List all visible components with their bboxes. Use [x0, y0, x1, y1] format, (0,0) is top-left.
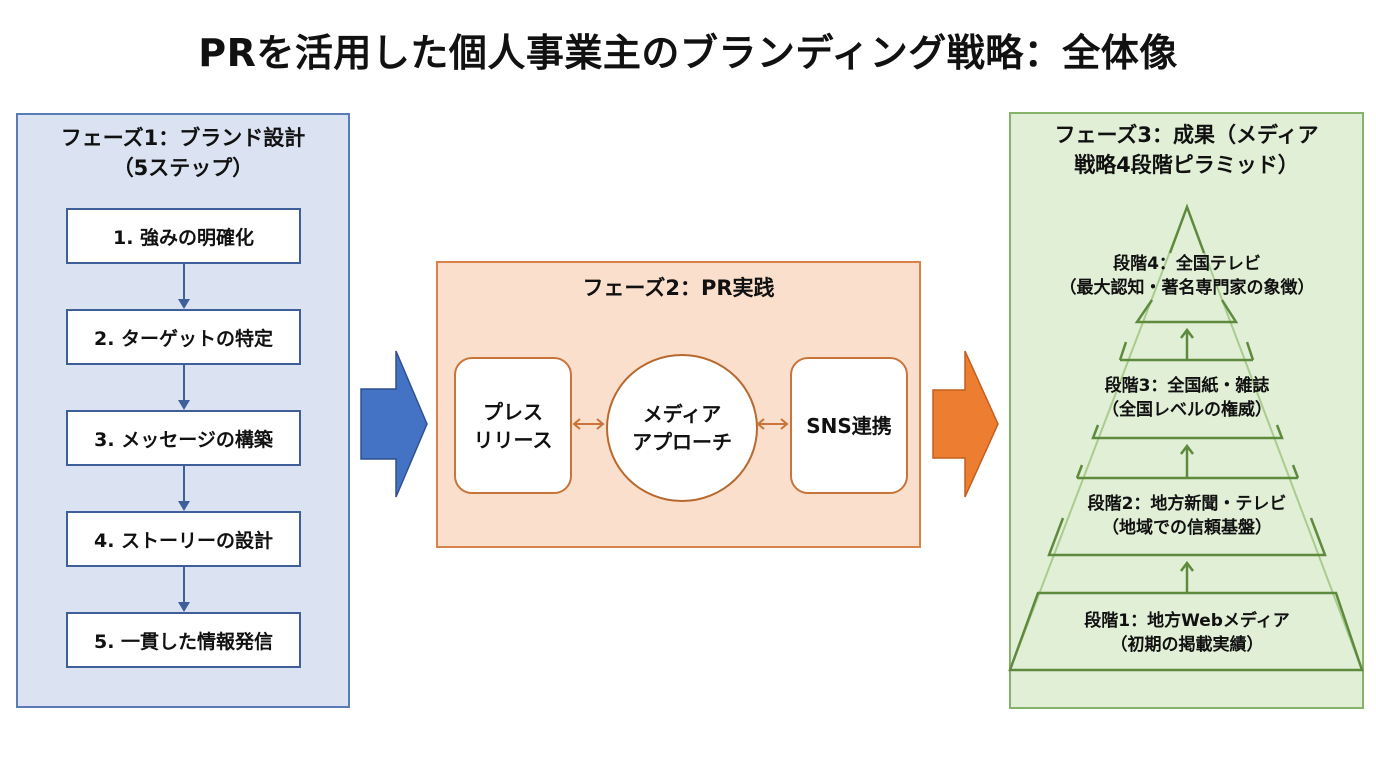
step-5: 5. 一貫した情報発信	[66, 612, 301, 668]
stage-1-desc: （初期の掲載実績）	[1110, 635, 1264, 655]
page-title: PRを活用した個人事業主のブランディング戦略：全体像	[198, 31, 1178, 75]
pyramid-stage-2-base	[1047, 517, 1327, 557]
phase3-title-line2: 戦略4段階ピラミッド）	[1074, 153, 1299, 177]
phase3-title-line1: フェーズ3：成果（メディア	[1054, 123, 1319, 147]
phase2-title: フェーズ2：PR実践	[582, 276, 775, 300]
stage-3-desc: （全国レベルの権威）	[1102, 400, 1272, 420]
press-release-line1: プレス	[483, 399, 543, 424]
pyramid-stage-1-outline	[1008, 591, 1364, 672]
flow-line	[183, 466, 185, 502]
stage-1-title: 段階1：地方Webメディア	[1084, 611, 1290, 631]
media-approach-line2: アプローチ	[632, 430, 732, 454]
press-release-line2: リリース	[473, 427, 553, 452]
step-1: 1. 強みの明確化	[66, 208, 301, 264]
phase2-to-phase3-arrow-icon	[932, 350, 999, 498]
flow-line	[183, 567, 185, 603]
phase1-panel: フェーズ1：ブランド設計 （5ステップ） 1. 強みの明確化 2. ターゲットの…	[16, 113, 350, 708]
pyramid-stage-3-base	[1091, 424, 1284, 440]
media-approach-line1: メディア	[642, 402, 722, 426]
arrow-down-icon	[178, 400, 190, 410]
flow-line	[183, 264, 185, 300]
stage-2-desc: （地域での信頼基盤）	[1102, 518, 1272, 538]
phase1-title-line2: （5ステップ）	[112, 156, 254, 180]
stage-3-label: 段階3：全国紙・雑誌 （全国レベルの権威）	[1027, 374, 1347, 422]
pyramid-stage-4-outline	[1168, 203, 1206, 254]
phase2-panel: フェーズ2：PR実践 プレス リリース メディア アプローチ SNS連携	[436, 261, 921, 548]
stage-2-title: 段階2：地方新聞・テレビ	[1087, 494, 1287, 514]
step-3: 3. メッセージの構築	[66, 410, 301, 466]
arrow-down-icon	[178, 299, 190, 309]
phase3-title: フェーズ3：成果（メディア 戦略4段階ピラミッド）	[1011, 120, 1362, 180]
stage-3-title: 段階3：全国紙・雑誌	[1104, 376, 1270, 396]
press-release-node: プレス リリース	[454, 357, 572, 494]
step-4: 4. ストーリーの設計	[66, 511, 301, 567]
phase1-title: フェーズ1：ブランド設計 （5ステップ）	[18, 123, 348, 183]
sns-node: SNS連携	[790, 357, 908, 494]
media-approach-node: メディア アプローチ	[606, 354, 758, 502]
arrow-down-icon	[178, 501, 190, 511]
pyramid-stage-4-base	[1134, 299, 1239, 324]
phase1-title-line1: フェーズ1：ブランド設計	[60, 126, 306, 150]
flow-line	[183, 365, 185, 401]
sns-label: SNS連携	[806, 413, 892, 438]
step-2: 2. ターゲットの特定	[66, 309, 301, 365]
stage-4-title: 段階4：全国テレビ	[1113, 254, 1261, 274]
phase1-to-phase2-arrow-icon	[360, 350, 428, 498]
stage-4-label: 段階4：全国テレビ （最大認知・著名専門家の象徴）	[1027, 252, 1347, 300]
stage-1-label: 段階1：地方Webメディア （初期の掲載実績）	[1027, 609, 1347, 657]
stage-2-label: 段階2：地方新聞・テレビ （地域での信頼基盤）	[1027, 492, 1347, 540]
stage-4-desc: （最大認知・著名専門家の象徴）	[1059, 278, 1315, 298]
arrow-down-icon	[178, 602, 190, 612]
